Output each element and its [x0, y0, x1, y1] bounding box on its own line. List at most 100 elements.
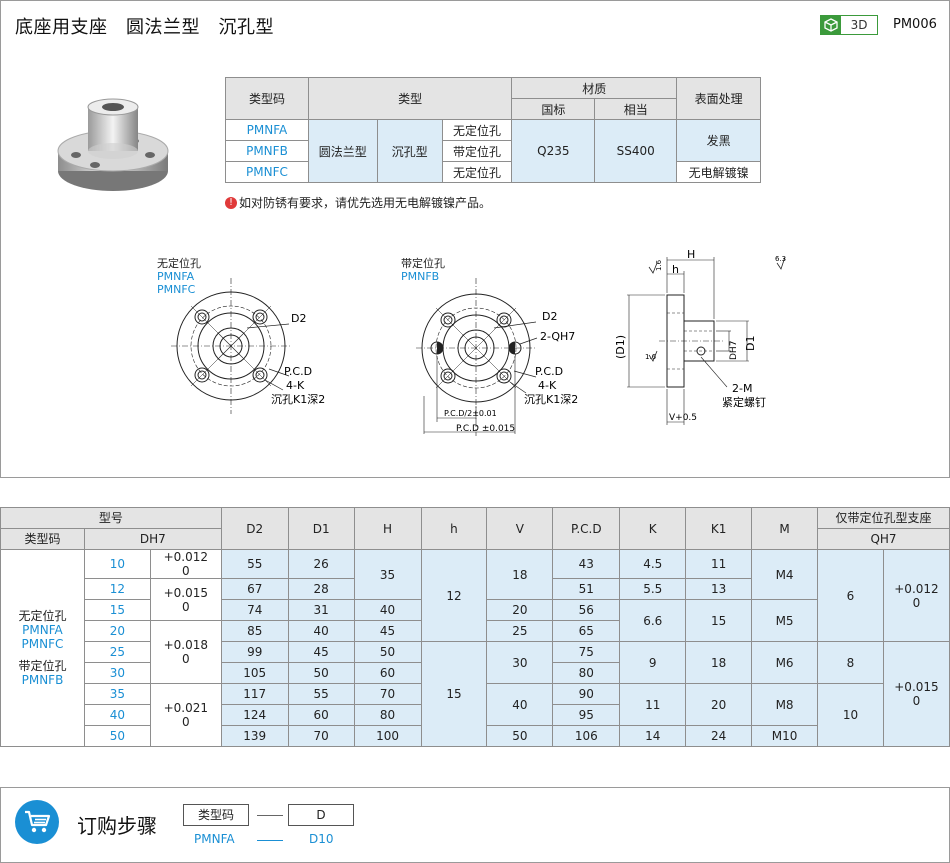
k1-value: 18: [685, 641, 753, 684]
d-value[interactable]: 10: [83, 549, 151, 579]
dim-2m: 2-M: [732, 382, 752, 395]
material-equivalent: SS400: [594, 119, 678, 183]
positioning: 无定位孔: [441, 119, 513, 141]
d-value[interactable]: 35: [83, 683, 151, 705]
d-value[interactable]: 25: [83, 641, 151, 663]
dim-4k: 4-K: [538, 379, 557, 392]
d1-value: 45: [287, 641, 355, 663]
type-code-link[interactable]: PMNFC: [225, 161, 309, 183]
order-separator: [257, 815, 283, 816]
k-value: 4.5: [619, 549, 687, 579]
d-tol: +0.012 0: [149, 549, 222, 579]
k1-value: 13: [685, 578, 753, 600]
side-view-drawing: H h (D1) DH7 D1 2-M 紧定螺钉 V+0.5 6.3 1.6 1…: [614, 248, 786, 425]
dim-h: h: [672, 263, 679, 276]
col-H: H: [353, 507, 422, 550]
type-line: PMNFA: [22, 623, 63, 637]
V-value: 18: [486, 549, 554, 600]
type-line: PMNFC: [21, 637, 64, 651]
d-value[interactable]: 12: [83, 578, 151, 600]
d1-value: 50: [287, 662, 355, 684]
col-equivalent: 相当: [594, 98, 678, 120]
dim-d1-ref: (D1): [614, 335, 627, 359]
H-value: 40: [353, 599, 422, 621]
H-value: 35: [353, 549, 422, 600]
d-value[interactable]: 40: [83, 704, 151, 726]
m-value: M6: [751, 641, 819, 684]
dim-d2: D2: [291, 312, 306, 325]
V-value: 50: [486, 725, 554, 747]
flange-drawing-no-pin: D2 P.C.D 4-K 沉孔K1深2: [171, 278, 325, 414]
left-code-a: PMNFA: [157, 270, 195, 283]
col-national: 国标: [511, 98, 596, 120]
d2-value: 124: [220, 704, 289, 726]
col-qh7: QH7: [817, 528, 950, 550]
k1-value: 15: [685, 599, 753, 642]
warning-icon: !: [225, 196, 237, 209]
left-drawing-title: 无定位孔: [157, 257, 201, 270]
d1-value: 60: [287, 704, 355, 726]
order-title: 订购步骤: [77, 814, 157, 838]
3d-model-button[interactable]: 3D: [820, 15, 878, 35]
dim-dh7: DH7: [729, 341, 739, 360]
d-value[interactable]: 50: [83, 725, 151, 747]
col-only-pin: 仅带定位孔型支座: [817, 507, 950, 529]
type-line: 无定位孔: [18, 609, 67, 623]
type-code-link[interactable]: PMNFB: [225, 140, 309, 162]
d2-value: 55: [220, 549, 289, 579]
d1-value: 28: [287, 578, 355, 600]
col-typecode: 类型码: [0, 528, 85, 550]
set-screw-label: 紧定螺钉: [722, 395, 766, 409]
material-national: Q235: [511, 119, 596, 183]
pcd-value: 51: [552, 578, 621, 600]
col-K1: K1: [685, 507, 753, 550]
dim-counterbore: 沉孔K1深2: [271, 393, 325, 406]
k-value: 6.6: [619, 599, 687, 642]
d-value[interactable]: 30: [83, 662, 151, 684]
dim-pcd: P.C.D: [284, 365, 312, 378]
m-value: M5: [751, 599, 819, 642]
type-code-link[interactable]: PMNFA: [225, 119, 309, 141]
d-tol: +0.015 0: [149, 578, 222, 621]
surface-nickel: 无电解镀镍: [676, 161, 761, 183]
d2-value: 99: [220, 641, 289, 663]
d-value[interactable]: 20: [83, 620, 151, 642]
order-box-typecode: 类型码: [183, 804, 249, 826]
mid-code-b: PMNFB: [401, 270, 440, 283]
V-value: 40: [486, 683, 554, 726]
H-value: 60: [353, 662, 422, 684]
h-value: 15: [420, 641, 488, 747]
k-value: 14: [619, 725, 687, 747]
col-V: V: [486, 507, 554, 550]
q-tol: +0.012 0: [882, 549, 950, 642]
d-value[interactable]: 15: [83, 599, 151, 621]
order-example-separator: [257, 840, 283, 841]
pcd-value: 106: [552, 725, 621, 747]
product-panel: 底座用支座 圆法兰型 沉孔型 3D PM006 类型码 类型 材质 表面处理: [0, 0, 950, 478]
H-value: 70: [353, 683, 422, 705]
3d-label: 3D: [850, 18, 868, 32]
positioning: 无定位孔: [441, 161, 513, 183]
V-value: 30: [486, 641, 554, 684]
dim-d2: D2: [542, 310, 557, 323]
dim-counterbore: 沉孔K1深2: [524, 393, 578, 406]
type-counterbore: 沉孔型: [376, 119, 443, 183]
col-surface: 表面处理: [676, 77, 761, 120]
d1-value: 55: [287, 683, 355, 705]
dim-pcd-half: P.C.D/2±0.01: [444, 409, 497, 418]
q-value: 8: [817, 641, 884, 684]
dim-pcd: P.C.D: [535, 365, 563, 378]
d2-value: 105: [220, 662, 289, 684]
k1-value: 20: [685, 683, 753, 726]
m-value: M4: [751, 549, 819, 600]
type-line: 带定位孔: [18, 659, 67, 673]
mid-drawing-label: 带定位孔 PMNFB: [401, 257, 445, 283]
order-example-typecode: PMNFA: [194, 832, 235, 846]
k-value: 9: [619, 641, 687, 684]
d-tol: +0.018 0: [149, 620, 222, 684]
d2-value: 139: [220, 725, 289, 747]
d2-value: 67: [220, 578, 289, 600]
col-pcd: P.C.D: [552, 507, 621, 550]
k-value: 11: [619, 683, 687, 726]
cart-icon: [15, 800, 59, 844]
